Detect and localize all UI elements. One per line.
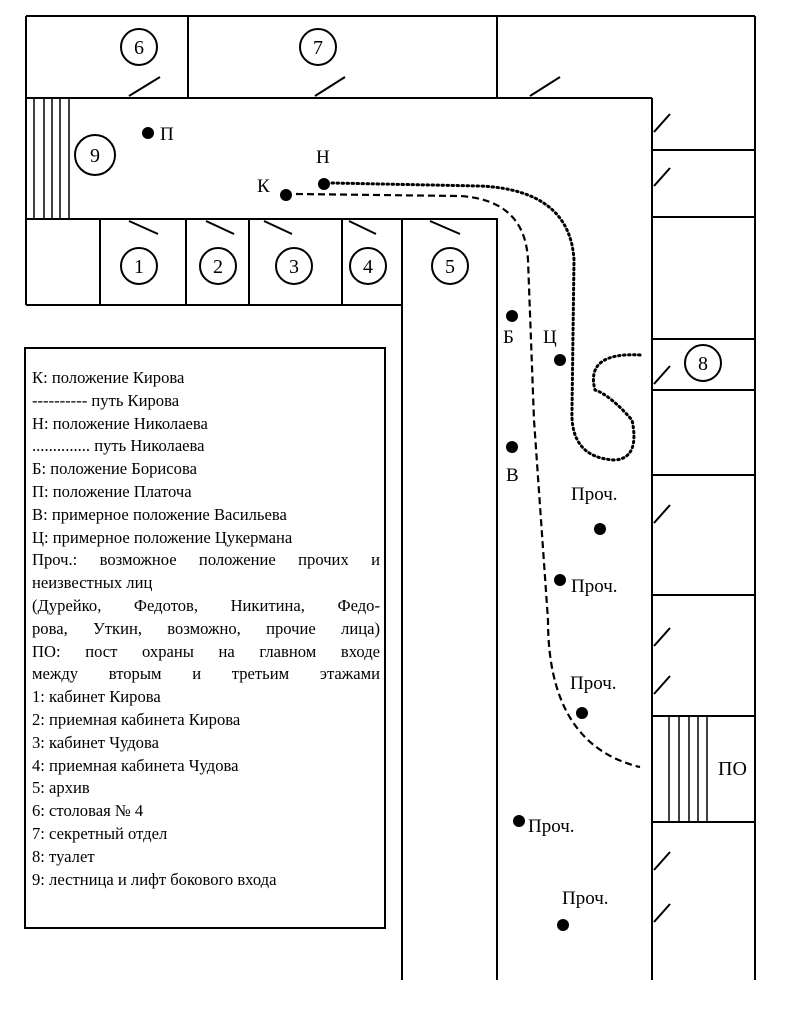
legend-line: ПО: пост охраны на главном входе <box>32 641 380 661</box>
legend-line: 4: приемная кабинета Чудова <box>32 755 239 775</box>
room-1-circle <box>120 247 158 285</box>
legend-line: 5: архив <box>32 778 90 798</box>
borisov-dot <box>506 310 518 322</box>
side-stairs <box>25 98 70 219</box>
room-3-number: 3 <box>289 256 299 278</box>
doors <box>128 76 671 923</box>
room-8-circle <box>684 344 722 382</box>
room-2: 2 <box>199 247 237 285</box>
legend-line: Б: положение Борисова <box>32 459 197 479</box>
legend-line: между вторым и третьим этажами <box>32 664 380 684</box>
room-2-circle <box>199 247 237 285</box>
room-5: 5 <box>431 247 469 285</box>
room-3-circle <box>275 247 313 285</box>
others-5-dot <box>557 919 569 931</box>
room-1-number: 1 <box>134 256 144 278</box>
others-2-dot <box>554 574 566 586</box>
legend-line: П: положение Платоча <box>32 481 192 501</box>
kirov-label: К <box>257 176 270 197</box>
legend-line: Ц: примерное положение Цукермана <box>32 527 293 547</box>
legend-line: 6: столовая № 4 <box>32 801 144 821</box>
legend-line: Н: положение Николаева <box>32 413 208 433</box>
others-3-label: Проч. <box>570 673 617 694</box>
room-7: 7 <box>299 28 337 66</box>
room-8-number: 8 <box>698 353 708 375</box>
legend-line: В: примерное положение Васильева <box>32 504 287 524</box>
borisov-label: Б <box>503 327 514 348</box>
room-4-number: 4 <box>363 256 373 278</box>
platoch-dot <box>142 127 154 139</box>
legend-line: ---------- путь Кирова <box>32 390 180 410</box>
guard-post-label: ПО <box>718 758 747 780</box>
vasiliev-dot <box>506 441 518 453</box>
platoch-label: П <box>160 124 174 145</box>
room-4: 4 <box>349 247 387 285</box>
room-9-number: 9 <box>90 145 100 167</box>
legend-line: 8: туалет <box>32 846 95 866</box>
main-stairs <box>668 716 708 822</box>
right-wing-dividers <box>652 149 755 823</box>
others-1-dot <box>594 523 606 535</box>
room-2-number: 2 <box>213 256 223 278</box>
others-5-label: Проч. <box>562 888 609 909</box>
room-4-circle <box>349 247 387 285</box>
legend-line: неизвестных лиц <box>32 573 153 593</box>
marker-borisov: Б <box>503 310 518 348</box>
room-7-circle <box>299 28 337 66</box>
legend-line: 1: кабинет Кирова <box>32 687 161 707</box>
legend-line: рова, Уткин, возможно, прочие лица) <box>32 618 380 638</box>
marker-tsukerman: Ц <box>543 327 566 366</box>
tsukerman-dot <box>554 354 566 366</box>
vasiliev-label: В <box>506 465 519 486</box>
room-8: 8 <box>684 344 722 382</box>
legend-box: К: положение Кирова ---------- путь Киро… <box>24 347 386 929</box>
legend-line: (Дурейко, Федотов, Никитина, Федо- <box>32 595 380 615</box>
tsukerman-label: Ц <box>543 327 557 348</box>
top-wing-walls <box>25 15 756 980</box>
room-9: 9 <box>74 134 116 176</box>
others-4-dot <box>513 815 525 827</box>
room-7-number: 7 <box>313 37 323 59</box>
kirov-dot <box>280 189 292 201</box>
others-4-label: Проч. <box>528 816 575 837</box>
room-5-circle <box>431 247 469 285</box>
room-9-circle <box>74 134 116 176</box>
marker-others-2: Проч. <box>554 574 618 597</box>
marker-others-3: Проч. <box>570 673 617 719</box>
legend-line: 9: лестница и лифт бокового входа <box>32 869 277 889</box>
room-1: 1 <box>120 247 158 285</box>
legend-line: 7: секретный отдел <box>32 823 168 843</box>
marker-others-5: Проч. <box>557 888 609 931</box>
legend-line: 2: приемная кабинета Кирова <box>32 709 241 729</box>
marker-platoch: П <box>142 124 174 145</box>
others-1-label: Проч. <box>571 484 618 505</box>
nikolaev-dot <box>318 178 330 190</box>
legend-line: 3: кабинет Чудова <box>32 732 159 752</box>
legend-line: .............. путь Николаева <box>32 436 205 456</box>
room-6-number: 6 <box>134 37 144 59</box>
marker-kirov: К <box>257 176 292 201</box>
marker-others-1: Проч. <box>571 484 618 535</box>
marker-others-4: Проч. <box>513 815 575 837</box>
legend-line: Проч.: возможное положение прочих и <box>32 550 380 570</box>
marker-nikolaev: Н <box>316 147 330 190</box>
others-2-label: Проч. <box>571 576 618 597</box>
room-3: 3 <box>275 247 313 285</box>
room-6: 6 <box>120 28 158 66</box>
room-5-number: 5 <box>445 256 455 278</box>
legend-line: К: положение Кирова <box>32 368 185 387</box>
others-3-dot <box>576 707 588 719</box>
nikolaev-label: Н <box>316 147 330 168</box>
room-6-circle <box>120 28 158 66</box>
nikolaev-path <box>330 181 642 462</box>
marker-vasiliev: В <box>506 441 519 486</box>
kirov-path <box>295 192 641 769</box>
